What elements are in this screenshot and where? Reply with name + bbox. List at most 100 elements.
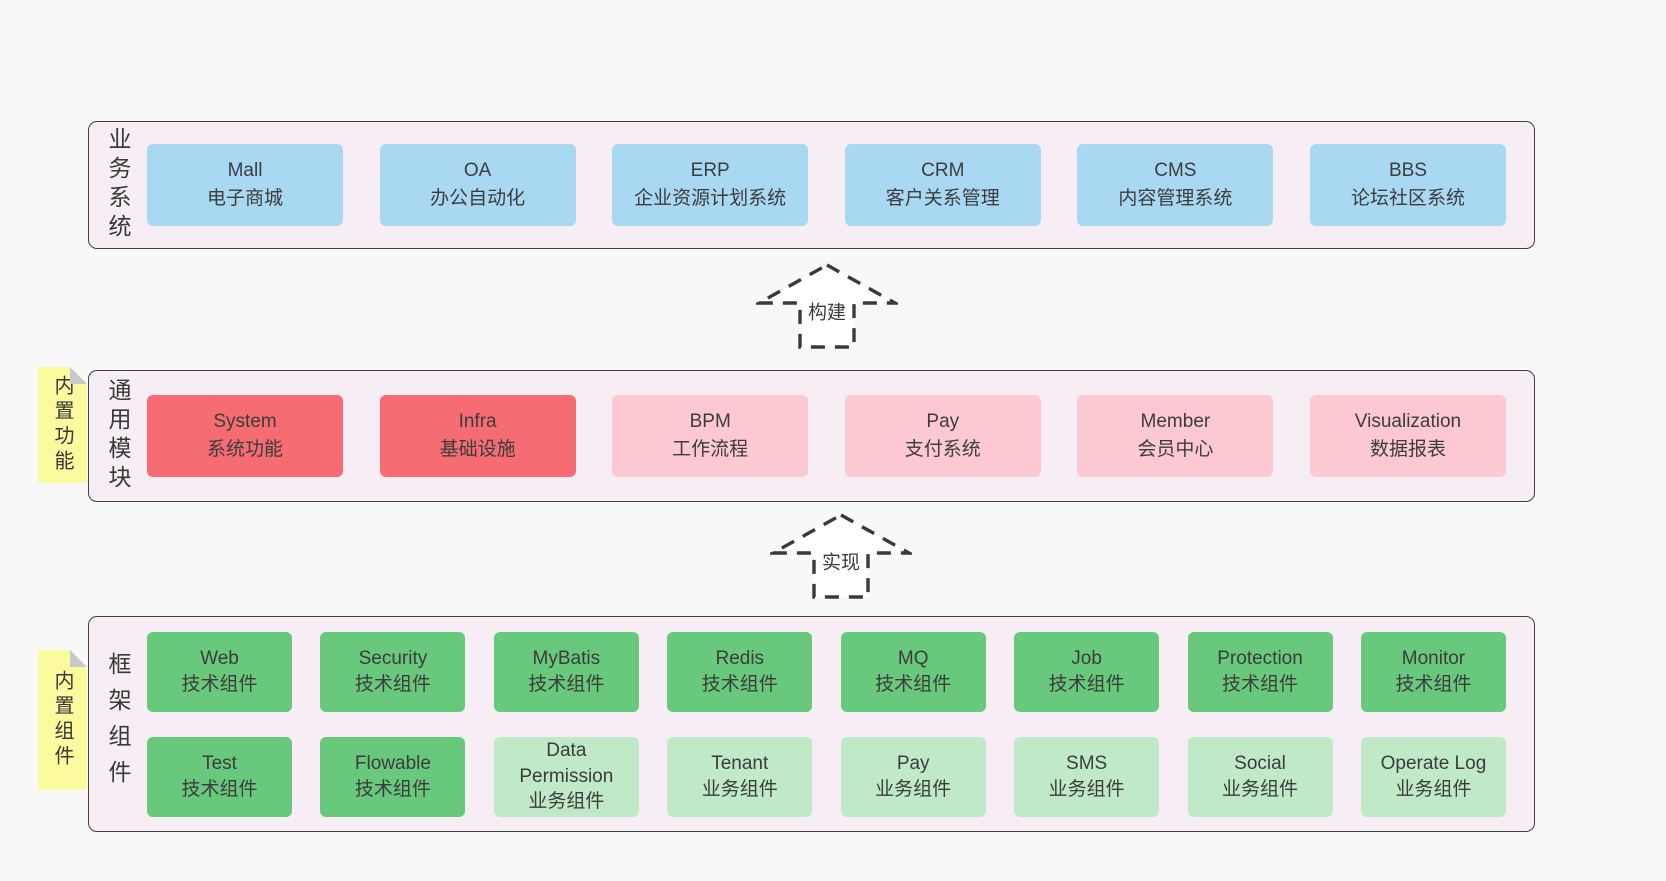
box-title: Protection (1217, 648, 1303, 670)
arrow-implement: 实现 (770, 512, 912, 600)
box-title: Operate Log (1380, 753, 1487, 775)
box-data-permission: Data Permission 业务组件 (493, 736, 639, 817)
modules-boxes-row: System 系统功能 Infra 基础设施 BPM 工作流程 Pay 支付系统… (147, 395, 1534, 477)
box-web: Web 技术组件 (147, 631, 292, 712)
box-member: Member 会员中心 (1077, 395, 1274, 477)
folded-corner-icon (70, 367, 87, 384)
sticky-note-label: 内置组件 (51, 670, 73, 770)
arrow-build-label: 构建 (804, 297, 850, 325)
box-subtitle: 业务组件 (1222, 778, 1299, 800)
box-subtitle: 支付系统 (904, 439, 981, 460)
box-subtitle: 业务组件 (875, 778, 952, 800)
box-pay-biz: Pay 业务组件 (840, 736, 986, 817)
box-subtitle: 业务组件 (1048, 778, 1125, 800)
box-title: Visualization (1354, 410, 1462, 432)
box-bbs: BBS 论坛社区系统 (1309, 144, 1506, 226)
box-test: Test 技术组件 (147, 736, 292, 817)
box-subtitle: 客户关系管理 (885, 188, 1000, 209)
folded-corner-icon (70, 650, 87, 667)
box-title: Job (1071, 648, 1102, 670)
box-bpm: BPM 工作流程 (612, 395, 809, 477)
box-title: CMS (1154, 159, 1197, 181)
box-title: Mall (227, 159, 263, 181)
section-business-systems: 业务系统 Mall 电子商城 OA 办公自动化 ERP 企业资源计划系统 CRM… (88, 121, 1535, 249)
box-job: Job 技术组件 (1014, 631, 1160, 712)
business-boxes-row: Mall 电子商城 OA 办公自动化 ERP 企业资源计划系统 CRM 客户关系… (147, 144, 1534, 226)
box-visualization: Visualization 数据报表 (1309, 395, 1506, 477)
box-title: OA (463, 159, 492, 181)
box-protection: Protection 技术组件 (1187, 631, 1333, 712)
box-title: Web (200, 648, 239, 670)
box-title: MQ (897, 648, 929, 670)
box-subtitle: 办公自动化 (430, 188, 526, 209)
box-pay: Pay 支付系统 (844, 395, 1041, 477)
box-subtitle: 技术组件 (875, 673, 952, 695)
box-subtitle: 基础设施 (439, 439, 516, 460)
box-operate-log: Operate Log 业务组件 (1360, 736, 1506, 817)
box-title: Flowable (354, 753, 431, 775)
box-title: System (213, 410, 277, 432)
box-subtitle: 系统功能 (206, 439, 283, 460)
box-oa: OA 办公自动化 (379, 144, 576, 226)
box-subtitle: 电子商城 (206, 188, 283, 209)
box-title: Security (358, 648, 428, 670)
box-subtitle: 会员中心 (1137, 439, 1214, 460)
section-label-common-modules: 通用模块 (105, 378, 131, 494)
box-mq: MQ 技术组件 (840, 631, 986, 712)
arrow-implement-label: 实现 (818, 547, 864, 575)
section-common-modules: 通用模块 System 系统功能 Infra 基础设施 BPM 工作流程 Pay… (88, 370, 1535, 502)
box-title: Data Permission (519, 740, 614, 787)
box-title: BBS (1388, 159, 1427, 181)
box-subtitle: 技术组件 (354, 778, 431, 800)
box-title: Infra (458, 410, 497, 432)
box-title: SMS (1066, 753, 1108, 775)
box-title: Monitor (1401, 648, 1466, 670)
box-title: BPM (689, 410, 731, 432)
box-mybatis: MyBatis 技术组件 (493, 631, 639, 712)
box-erp: ERP 企业资源计划系统 (612, 144, 809, 226)
box-title: MyBatis (532, 648, 601, 670)
section-label-col: 业务系统 (89, 122, 147, 248)
box-subtitle: 业务组件 (528, 791, 605, 813)
sticky-note-built-in-components: 内置组件 (38, 650, 87, 790)
box-subtitle: 数据报表 (1369, 439, 1446, 460)
box-system: System 系统功能 (147, 395, 343, 477)
framework-boxes-grid: Web 技术组件 Security 技术组件 MyBatis 技术组件 Redi… (147, 631, 1534, 817)
box-title: Redis (715, 648, 765, 670)
box-tenant: Tenant 业务组件 (667, 736, 813, 817)
box-crm: CRM 客户关系管理 (844, 144, 1041, 226)
section-label-col: 通用模块 (89, 371, 147, 501)
box-flowable: Flowable 技术组件 (320, 736, 466, 817)
box-title: Test (202, 753, 237, 775)
section-framework-components: 框架组件 Web 技术组件 Security 技术组件 MyBatis 技术组件… (88, 616, 1535, 832)
section-label-col: 框架组件 (89, 617, 147, 831)
box-subtitle: 技术组件 (181, 673, 258, 695)
box-subtitle: 技术组件 (701, 673, 778, 695)
box-title: Tenant (711, 753, 769, 775)
arrow-build: 构建 (756, 262, 898, 350)
box-title: ERP (690, 159, 730, 181)
box-subtitle: 技术组件 (528, 673, 605, 695)
box-subtitle: 内容管理系统 (1118, 188, 1233, 209)
box-security: Security 技术组件 (320, 631, 466, 712)
box-title: Pay (926, 410, 960, 432)
box-subtitle: 技术组件 (181, 778, 258, 800)
box-subtitle: 业务组件 (1395, 778, 1472, 800)
box-subtitle: 技术组件 (354, 673, 431, 695)
box-cms: CMS 内容管理系统 (1077, 144, 1274, 226)
box-title: Member (1140, 410, 1211, 432)
box-subtitle: 论坛社区系统 (1350, 188, 1465, 209)
box-subtitle: 企业资源计划系统 (634, 188, 787, 209)
box-subtitle: 技术组件 (1048, 673, 1125, 695)
box-redis: Redis 技术组件 (667, 631, 813, 712)
box-subtitle: 技术组件 (1395, 673, 1472, 695)
box-title: Pay (896, 753, 930, 775)
box-monitor: Monitor 技术组件 (1360, 631, 1506, 712)
sticky-note-built-in-features: 内置功能 (38, 367, 87, 483)
section-label-business-systems: 业务系统 (105, 127, 131, 243)
box-mall: Mall 电子商城 (147, 144, 343, 226)
section-label-framework-components: 框架组件 (105, 652, 131, 796)
box-subtitle: 工作流程 (672, 439, 749, 460)
box-title: Social (1234, 753, 1286, 775)
box-subtitle: 业务组件 (701, 778, 778, 800)
